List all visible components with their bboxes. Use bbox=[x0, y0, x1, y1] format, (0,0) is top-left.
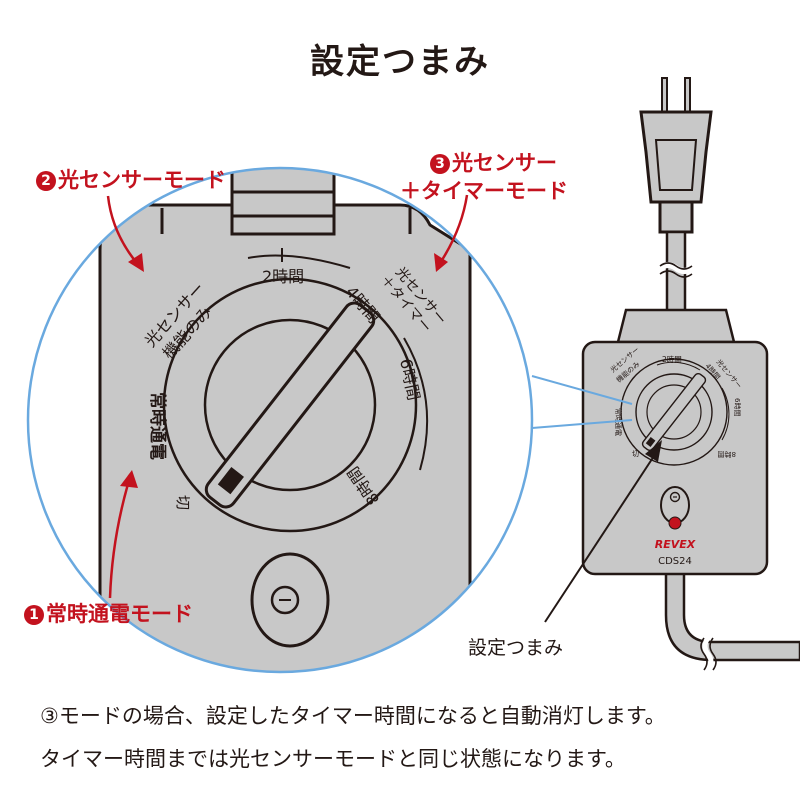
footer-note-line1: ③モードの場合、設定したタイマー時間になると自動消灯します。 bbox=[40, 704, 666, 728]
timer-device: 2時間 光センサー 機能のみ 光センサー 4時間 6時間 8時間 常時通電 切 … bbox=[581, 308, 769, 576]
device-label-2h: 2時間 bbox=[662, 355, 682, 364]
device-label-h8: 8時間 bbox=[718, 450, 736, 458]
mode-arrows bbox=[106, 194, 469, 599]
power-plug bbox=[639, 77, 713, 234]
magnify-circle-outline bbox=[26, 166, 534, 674]
knob-callout-label: 設定つまみ bbox=[468, 637, 564, 659]
magnified-dial-view: 2時間 光センサー 機能のみ 光センサー ＋タイマー 4時間 6時間 8時間 常… bbox=[28, 168, 532, 672]
mode3-number: 3 bbox=[430, 154, 450, 174]
model-number: CDS24 bbox=[658, 556, 692, 567]
power-cord bbox=[658, 230, 800, 672]
mode1-number: 1 bbox=[24, 605, 44, 625]
dial-label-always-on: 常時通電 bbox=[147, 392, 168, 460]
device-label-h6: 6時間 bbox=[733, 398, 741, 416]
page-title: 設定つまみ bbox=[310, 42, 490, 82]
brand-logo: REVEX bbox=[655, 538, 696, 551]
dial-label-2h: 2時間 bbox=[262, 267, 304, 286]
indicator-led bbox=[668, 516, 682, 530]
mode3-label-line2: ＋タイマーモード bbox=[400, 179, 568, 203]
device-label-off: 切 bbox=[632, 450, 639, 458]
zoom-line-lower bbox=[531, 419, 633, 429]
footer-note-line2: タイマー時間までは光センサーモードと同じ状態になります。 bbox=[40, 747, 626, 771]
zoom-line-upper bbox=[531, 375, 633, 405]
callout-arrowhead bbox=[645, 440, 662, 462]
callout-arrow-line bbox=[544, 455, 655, 623]
mode2-number: 2 bbox=[36, 171, 56, 191]
dial-label-off: 切 bbox=[174, 495, 192, 510]
